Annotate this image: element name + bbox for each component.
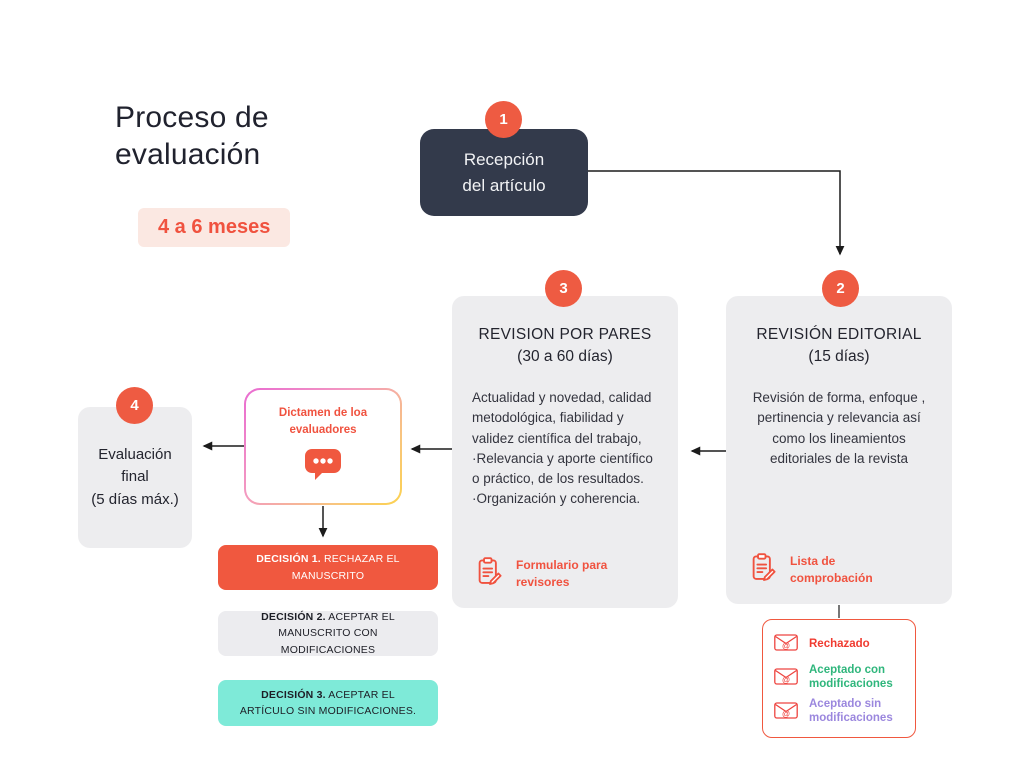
step3-peer-review-box: REVISION POR PARES (30 a 60 días) Actual… [452, 296, 678, 608]
step4-number-badge: 4 [116, 387, 153, 424]
step3-title: REVISION POR PARES [478, 326, 652, 343]
step3-subtitle: (30 a 60 días) [517, 348, 613, 366]
step2-attachment: Lista de comprobación [748, 551, 908, 588]
arrow-step1-to-step2 [588, 170, 845, 256]
step3-body: Actualidad y novedad, calidad metodológi… [472, 390, 653, 507]
decision-2-prefix: DECISIÓN 2. [261, 611, 326, 624]
step2-title: REVISIÓN EDITORIAL [756, 326, 922, 343]
step2-editorial-review-box: REVISIÓN EDITORIAL (15 días) Revisión de… [726, 296, 952, 604]
decision-1-reject: DECISIÓN 1. RECHAZAR EL MANUSCRITO [218, 545, 438, 590]
svg-text:@: @ [782, 675, 790, 684]
decision-2-accept-with-changes: DECISIÓN 2. ACEPTAR EL MANUSCRITO CON MO… [218, 611, 438, 656]
step1-reception-box: Recepción del artículo [420, 129, 588, 216]
decision-2-text: ACEPTAR EL MANUSCRITO CON MODIFICACIONES [278, 611, 395, 656]
step3-number-badge: 3 [545, 270, 582, 307]
envelope-at-icon: @ [773, 699, 799, 726]
outcome-rejected-label: Rechazado [809, 637, 870, 650]
envelope-at-icon: @ [773, 631, 799, 658]
svg-text:@: @ [782, 709, 790, 718]
step2-subtitle: (15 días) [808, 348, 870, 366]
step2-attachment-label: Lista de comprobación [790, 554, 873, 585]
step2-number-badge: 2 [822, 270, 859, 307]
step4-final-evaluation-box: Evaluación final (5 días máx.) [78, 407, 192, 548]
step3-attachment: Formulario para revisores [474, 555, 634, 592]
chat-bubble-icon [302, 447, 344, 488]
checklist-clipboard-icon [748, 551, 778, 588]
decision-1-text: RECHAZAR EL MANUSCRITO [291, 553, 400, 582]
decision-3-text: ACEPTAR EL ARTÍCULO SIN MODIFICACIONES. [239, 688, 417, 717]
outcomes-box: @ Rechazado @ Aceptado con modificacione… [762, 619, 916, 738]
decision-3-accept-no-changes: DECISIÓN 3. ACEPTAR EL ARTÍCULO SIN MODI… [218, 680, 438, 726]
svg-text:@: @ [782, 642, 790, 651]
page-title: Proceso de evaluación [115, 101, 269, 171]
outcome-accepted-with-changes: @ Aceptado con modificaciones [773, 664, 905, 692]
decision-3-prefix: DECISIÓN 3. [261, 688, 326, 701]
outcome-rejected: @ Rechazado [773, 631, 905, 658]
dictamen-box: Dictamen de loa evaluadores [244, 388, 402, 505]
outcome-accepted-no-changes-label: Aceptado sin modificaciones [809, 698, 893, 725]
step1-number-badge: 1 [485, 101, 522, 138]
step2-body: Revisión de forma, enfoque , pertinencia… [752, 390, 926, 466]
decision-1-prefix: DECISIÓN 1. [256, 553, 321, 566]
envelope-at-icon: @ [773, 665, 799, 692]
checklist-clipboard-icon [474, 555, 504, 592]
step3-attachment-label: Formulario para revisores [516, 558, 608, 589]
outcome-accepted-with-changes-label: Aceptado con modificaciones [809, 664, 893, 691]
duration-badge: 4 a 6 meses [138, 208, 291, 247]
dictamen-title: Dictamen de loa evaluadores [278, 406, 368, 436]
outcome-accepted-no-changes: @ Aceptado sin modificaciones [773, 698, 905, 726]
